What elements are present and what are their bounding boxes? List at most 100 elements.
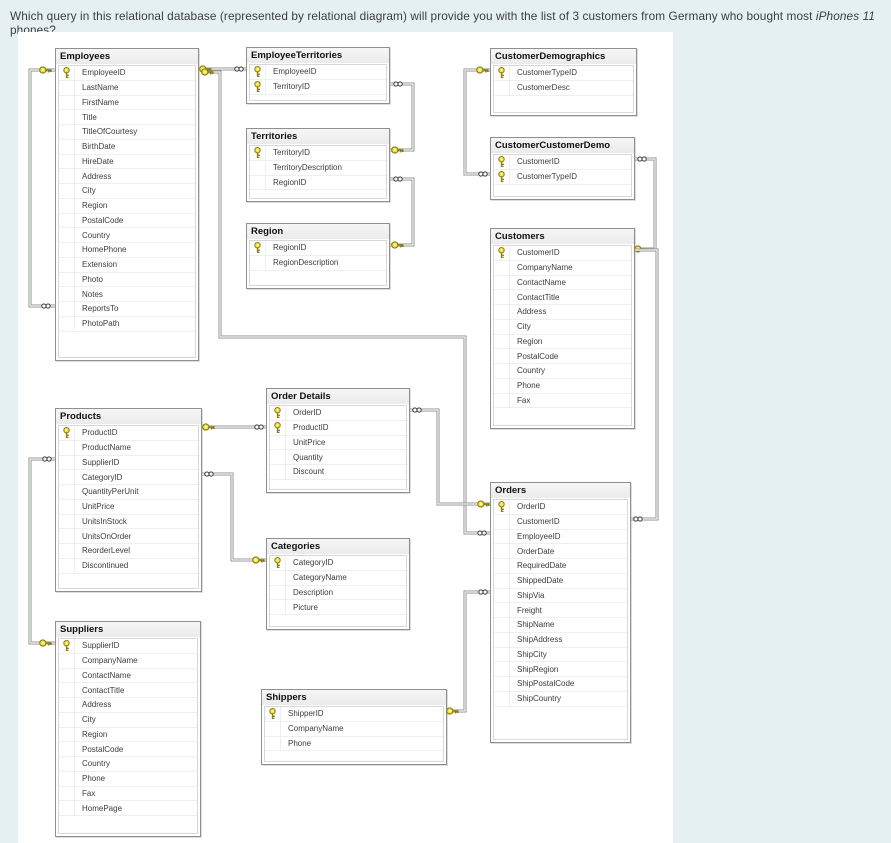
field-row: SupplierID	[59, 455, 198, 471]
field-row: Photo	[59, 272, 195, 288]
field-name: CustomerID	[517, 517, 560, 527]
field-row: ReportsTo	[59, 302, 195, 317]
key-cell	[59, 499, 75, 514]
table-title: Customers	[491, 229, 634, 244]
key-cell	[59, 727, 75, 742]
key-cell	[270, 435, 286, 450]
key-cell	[59, 228, 75, 242]
field-row: PostalCode	[59, 213, 195, 229]
field-name: EmployeeID	[273, 67, 317, 77]
field-row: Fax	[494, 393, 631, 409]
key-cell	[494, 349, 510, 363]
field-row: ContactTitle	[59, 683, 197, 698]
field-name: TerritoryID	[273, 82, 310, 92]
field-row: CustomerDesc	[494, 80, 633, 96]
field-name: ProductID	[82, 428, 118, 438]
field-name: UnitsInStock	[82, 516, 127, 526]
key-cell	[494, 290, 510, 304]
field-row: ShipperID	[265, 707, 443, 722]
field-name: ProductName	[82, 443, 131, 453]
field-name: CompanyName	[288, 724, 344, 734]
field-name: TerritoryID	[273, 148, 310, 158]
field-row: Discontinued	[59, 558, 198, 574]
primary-key-cell	[59, 639, 75, 653]
field-row: Address	[494, 305, 631, 320]
field-name: ProductID	[293, 423, 329, 433]
field-name: FirstName	[82, 97, 119, 107]
primary-key-cell	[270, 420, 286, 435]
primary-key-cell	[250, 241, 266, 255]
key-cell	[494, 544, 510, 558]
field-row: RegionDescription	[250, 255, 386, 271]
field-name: UnitPrice	[293, 437, 326, 447]
key-cell	[494, 334, 510, 349]
field-name: CustomerID	[517, 157, 560, 167]
field-name: PostalCode	[82, 215, 124, 225]
key-cell	[59, 742, 75, 756]
key-cell	[250, 160, 266, 175]
field-name: OrderID	[293, 408, 322, 418]
field-name: Discontinued	[82, 561, 129, 571]
key-cell	[494, 662, 510, 676]
key-cell	[59, 257, 75, 272]
field-name: SupplierID	[82, 641, 120, 651]
primary-key-cell	[494, 500, 510, 514]
field-name: Notes	[82, 289, 103, 299]
field-name: Region	[82, 201, 108, 211]
field-row: RegionID	[250, 241, 386, 256]
field-row: BirthDate	[59, 139, 195, 155]
primary-key-cell	[270, 406, 286, 420]
key-cell	[494, 275, 510, 290]
field-row: ShipRegion	[494, 662, 627, 677]
field-name: Address	[82, 171, 112, 181]
field-row: ContactName	[59, 668, 197, 684]
table-title: Employees	[56, 49, 198, 64]
field-row: UnitsInStock	[59, 514, 198, 530]
field-name: ContactName	[517, 277, 566, 287]
primary-key-cell	[250, 65, 266, 79]
field-row: UnitPrice	[59, 499, 198, 515]
field-name: Quantity	[293, 452, 323, 462]
primary-key-icon	[498, 170, 505, 182]
key-cell	[59, 757, 75, 771]
field-row: HireDate	[59, 154, 195, 170]
field-row: RegionID	[250, 175, 386, 191]
field-row: Country	[59, 757, 197, 772]
key-cell	[494, 378, 510, 393]
key-cell	[59, 316, 75, 331]
key-cell	[59, 125, 75, 139]
key-cell	[270, 600, 286, 614]
key-cell	[250, 175, 266, 190]
field-name: CustomerTypeID	[517, 172, 578, 182]
field-row: HomePage	[59, 801, 197, 816]
primary-key-cell	[59, 426, 75, 440]
field-row: CustomerID	[494, 246, 631, 261]
key-cell	[494, 514, 510, 529]
key-cell	[59, 712, 75, 727]
key-cell	[59, 95, 75, 110]
key-cell	[494, 305, 510, 319]
field-name: ReportsTo	[82, 304, 119, 314]
primary-key-cell	[265, 707, 281, 721]
field-name: EmployeeID	[517, 531, 561, 541]
field-name: City	[517, 322, 531, 332]
key-cell	[59, 514, 75, 529]
field-row: TitleOfCourtesy	[59, 125, 195, 140]
field-row: Region	[494, 334, 631, 350]
field-name: ShipName	[517, 620, 555, 630]
field-name: EmployeeID	[82, 68, 126, 78]
key-cell	[494, 393, 510, 408]
field-row: EmployeeID	[59, 66, 195, 81]
field-name: ShipAddress	[517, 635, 563, 645]
primary-key-icon	[498, 246, 505, 258]
field-name: UnitPrice	[82, 502, 115, 512]
field-name: UnitsOnOrder	[82, 531, 132, 541]
